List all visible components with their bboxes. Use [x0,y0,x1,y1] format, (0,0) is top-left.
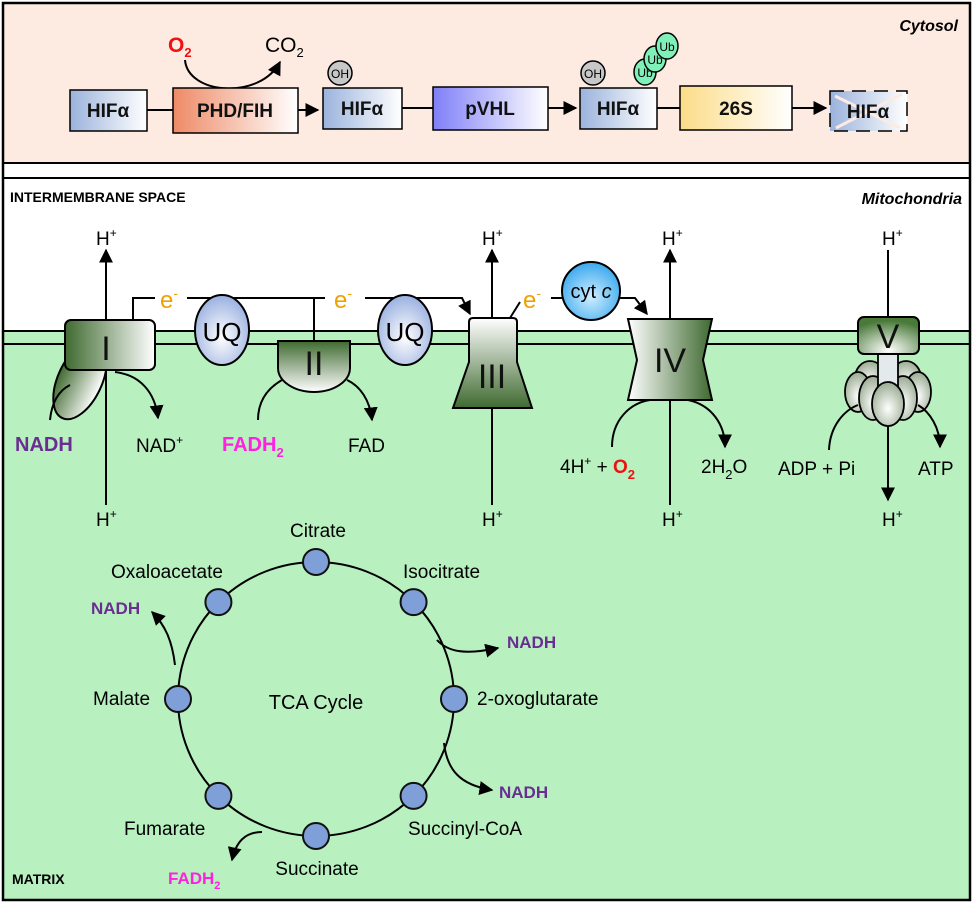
tca-node-isocitrate [399,588,428,617]
tca-node-fumarate [204,781,233,810]
tca-node-2-oxoglutarate [440,685,468,713]
svg-text:OH: OH [584,67,602,81]
tca-node-citrate [302,548,330,576]
hydroxyl-group-icon [327,60,353,86]
hif-alpha-degraded-box: HIFα [829,90,908,132]
hydroxyl-group-icon [580,60,606,86]
tca-node-succinyl-coa [399,781,428,810]
svg-text:HIFα: HIFα [87,101,130,122]
nadh-release-arrow [151,611,176,666]
proton-labels: H+ H+ H+ H+ H+ H+ H+ H+ [96,226,903,531]
complex-iii: III [451,317,534,409]
svg-text:UQ: UQ [203,317,242,347]
nadh-label: NADH [499,783,548,802]
metabolite-succinyl-coa: Succinyl-CoA [408,819,522,840]
reaction-arcs [49,371,947,451]
svg-text:V: V [877,318,900,356]
nadh-label: NADH [91,599,140,618]
fadh2-release-arrow [227,831,263,862]
mitochondria-label: Mitochondria [862,191,963,208]
svg-text:H+: H+ [96,507,117,531]
ubiquitin-icon [655,32,679,60]
metabolite-2-oxoglutarate: 2-oxoglutarate [477,689,598,710]
adp-pi-label: ADP + Pi [778,459,855,480]
tca-title: TCA Cycle [269,692,363,714]
svg-text:III: III [478,358,506,396]
electron-path [509,301,521,319]
svg-text:II: II [305,345,324,383]
electron-label: e- [523,285,541,314]
metabolite-oxaloacetate: Oxaloacetate [111,562,223,583]
electron-label: e- [160,285,178,314]
pvhl-box: pVHL [432,86,549,131]
proteasome-26s-box: 26S [679,85,793,131]
hif-alpha-box: HIFα [69,89,148,132]
cytosol-label: Cytosol [899,18,958,35]
metabolite-succinate: Succinate [275,859,358,880]
tca-node-oxaloacetate [204,588,233,617]
svg-text:H+: H+ [662,507,683,531]
atp-label: ATP [918,459,954,480]
svg-text:H+: H+ [662,226,683,250]
electron-path [132,297,471,320]
svg-text:OH: OH [331,67,349,81]
nadh-release-arrow [436,639,500,658]
svg-text:IV: IV [654,342,686,380]
svg-text:26S: 26S [719,99,753,120]
complex-v-atp-synthase: V [844,316,932,427]
svg-text:H+: H+ [482,226,503,250]
fad-label: FAD [348,436,385,457]
nad-plus-label: NAD+ [136,433,183,457]
cytosol-region [3,3,970,163]
svg-text:Ub: Ub [647,53,663,67]
complex-ii: II [277,340,351,393]
electron-path [620,297,648,316]
svg-text:HIFα: HIFα [847,102,890,123]
ubiquinone-carrier: UQ [377,294,433,366]
matrix-label: MATRIX [12,871,65,887]
proton-arrows [99,248,895,505]
complex-i: I [52,319,156,421]
metabolite-isocitrate: Isocitrate [403,562,480,583]
svg-text:I: I [101,330,110,368]
water-label: 2H2O [701,457,747,482]
svg-text:HIFα: HIFα [341,99,384,120]
svg-text:PHD/FIH: PHD/FIH [197,101,273,122]
svg-text:Ub: Ub [659,40,675,54]
proton-oxygen-label: 4H+ + O2 [560,454,635,482]
intermembrane-space-label: INTERMEMBRANE SPACE [10,189,186,205]
svg-text:UQ: UQ [386,317,425,347]
co2-label: CO2 [265,34,304,60]
svg-text:H+: H+ [482,507,503,531]
svg-text:cyt c: cyt c [570,281,611,303]
nadh-label: NADH [15,434,73,456]
svg-text:H+: H+ [96,226,117,250]
matrix-region [3,331,970,900]
cytochrome-c-carrier: cyt c [561,261,621,321]
metabolite-malate: Malate [93,689,150,710]
phd-fih-box: PHD/FIH [172,87,299,134]
oxygen-label: O2 [168,34,192,60]
svg-text:HIFα: HIFα [597,99,640,120]
hif-alpha-ubiquitinated-box: OH Ub Ub Ub HIFα [579,32,679,130]
svg-text:pVHL: pVHL [465,99,515,120]
tca-node-malate [164,685,192,713]
nadh-label: NADH [507,633,556,652]
tca-node-succinate [302,822,330,850]
nadh-release-arrow [443,742,494,795]
electron-label: e- [334,285,352,314]
hif-alpha-hydroxylated-box: OH HIFα [322,60,403,130]
tca-cycle: TCA Cycle Citrate Isocitrate 2-oxoglutar… [91,521,598,892]
metabolite-fumarate: Fumarate [124,819,205,840]
metabolite-citrate: Citrate [290,521,346,542]
ubiquinone-carrier: UQ [194,294,250,366]
svg-text:H+: H+ [882,226,903,250]
fadh2-label: FADH2 [168,869,220,892]
complex-iv: IV [626,318,714,401]
svg-text:H+: H+ [882,507,903,531]
fadh2-label: FADH2 [222,434,284,460]
